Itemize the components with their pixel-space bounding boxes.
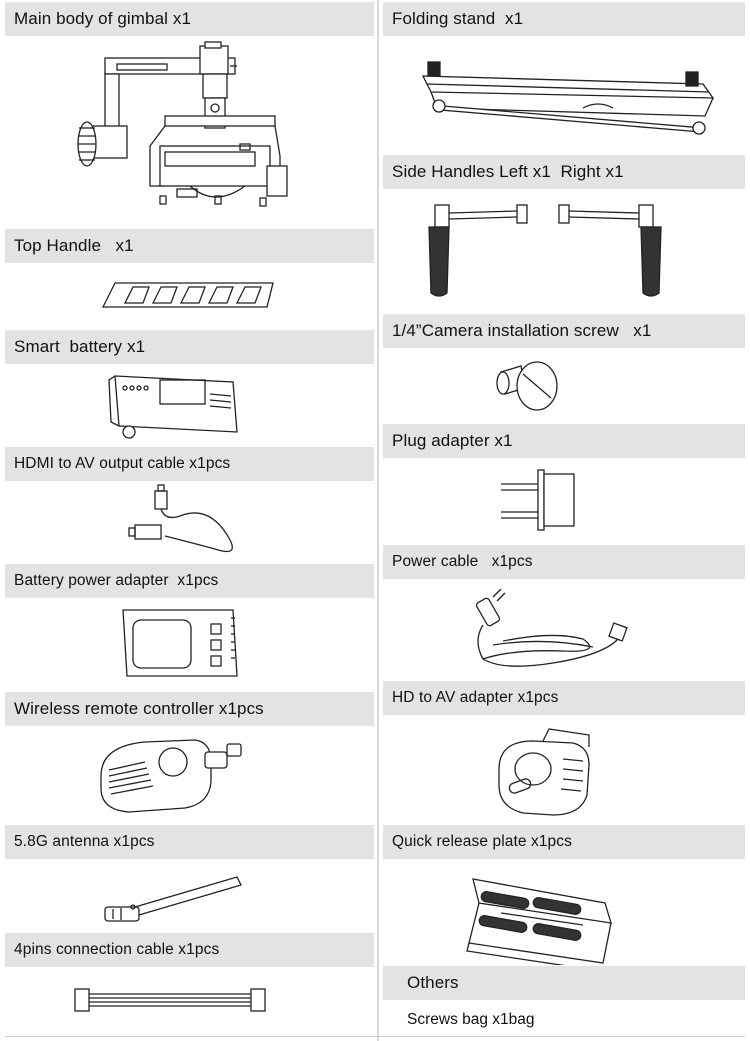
- bottom-rule: [5, 1036, 745, 1037]
- gimbal-icon: [5, 36, 374, 211]
- others-header: Others: [383, 966, 745, 1000]
- item-label-remote-controller: Wireless remote controller x1pcs: [5, 692, 374, 726]
- item-label-side-handles: Side Handles Left x1 Right x1: [383, 155, 745, 189]
- connection-cable-icon: [5, 967, 374, 1033]
- plug-adapter-icon: [383, 458, 745, 542]
- hdmi-cable-icon: [5, 481, 374, 561]
- quick-release-plate-icon: [383, 859, 745, 965]
- antenna-icon: [5, 859, 374, 931]
- item-label-hd-av-adapter: HD to AV adapter x1pcs: [383, 681, 745, 715]
- item-label-power-cable: Power cable x1pcs: [383, 545, 745, 579]
- camera-screw-icon: [383, 348, 745, 424]
- item-label-battery-adapter: Battery power adapter x1pcs: [5, 564, 374, 598]
- item-label-gimbal: Main body of gimbal x1: [5, 2, 374, 36]
- item-label-connection-cable: 4pins connection cable x1pcs: [5, 933, 374, 967]
- battery-adapter-icon: [5, 598, 374, 690]
- folding-stand-icon: [383, 36, 745, 154]
- hd-av-adapter-icon: [383, 715, 745, 823]
- side-handles-icon: [383, 189, 745, 309]
- top-handle-icon: [5, 263, 374, 327]
- item-label-quick-release-plate: Quick release plate x1pcs: [383, 825, 745, 859]
- screws-bag-text: Screws bag x1bag: [407, 1011, 535, 1028]
- item-label-top-handle: Top Handle x1: [5, 229, 374, 263]
- power-cable-icon: [383, 579, 745, 679]
- item-label-plug-adapter: Plug adapter x1: [383, 424, 745, 458]
- remote-controller-icon: [5, 726, 374, 822]
- column-divider: [377, 0, 379, 1041]
- item-label-hdmi-cable: HDMI to AV output cable x1pcs: [5, 447, 374, 481]
- item-label-folding-stand: Folding stand x1: [383, 2, 745, 36]
- smart-battery-icon: [5, 364, 374, 444]
- item-label-antenna: 5.8G antenna x1pcs: [5, 825, 374, 859]
- item-label-camera-screw: 1/4”Camera installation screw x1: [383, 314, 745, 348]
- item-label-smart-battery: Smart battery x1: [5, 330, 374, 364]
